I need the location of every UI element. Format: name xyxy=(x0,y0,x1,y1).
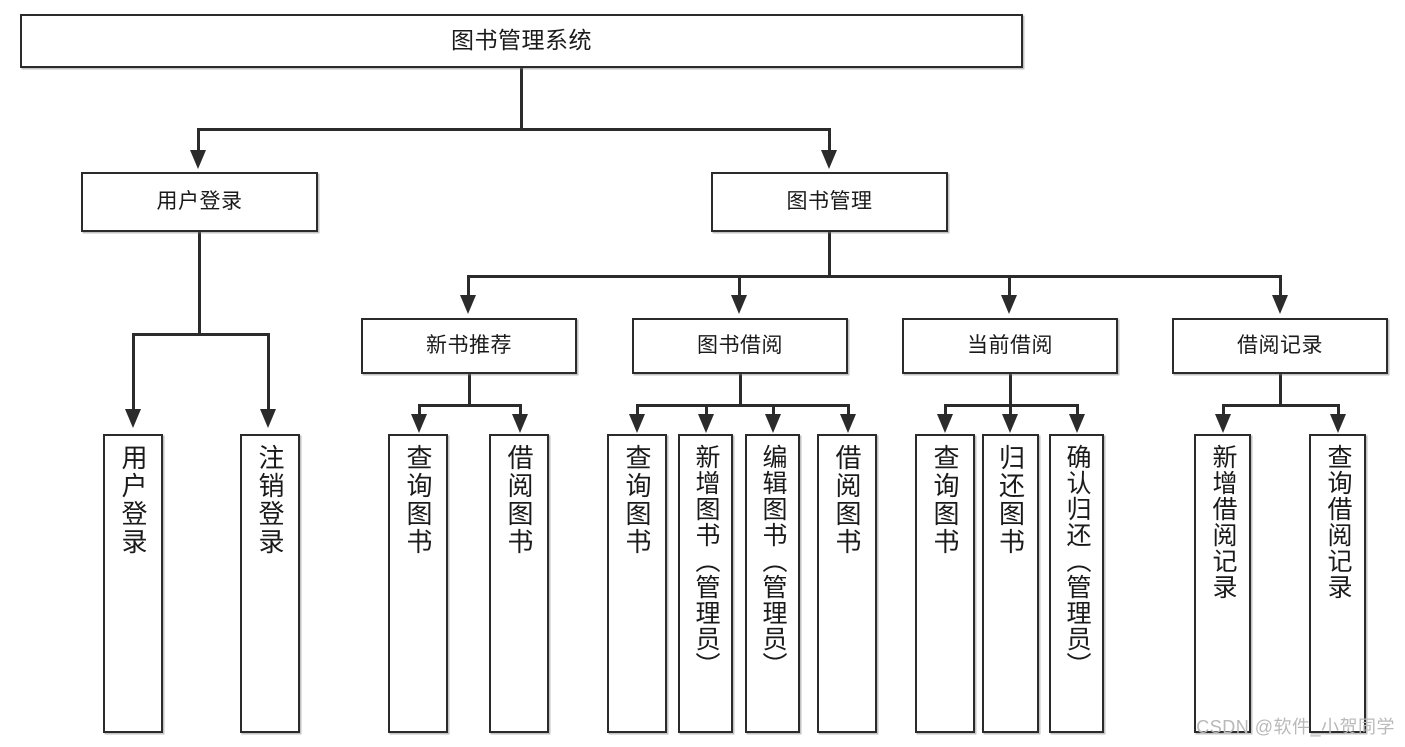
connector-bookmgmt-drop-3 xyxy=(1008,275,1011,297)
arrowhead-userlogin-leaf-1 xyxy=(125,409,141,428)
node-label: 查询图书 xyxy=(403,444,433,556)
leaf-book-borrow-edit[interactable]: 编辑图书（管理员） xyxy=(745,434,800,733)
leaf-current-borrow-confirm-return[interactable]: 确认归还（管理员） xyxy=(1049,434,1104,733)
node-book-management[interactable]: 图书管理 xyxy=(711,172,948,232)
connector-currentborrow-drop-2 xyxy=(1009,404,1012,416)
node-label: 新增图书（管理员） xyxy=(692,444,720,678)
connector-userlogin-stem xyxy=(198,232,201,335)
node-label: 图书借阅 xyxy=(697,334,783,358)
connector-bookmgmt-drop-2 xyxy=(738,275,741,297)
arrowhead-bookborrow-leaf-4 xyxy=(840,414,856,433)
leaf-book-borrow-add[interactable]: 新增图书（管理员） xyxy=(678,434,733,733)
connector-newbook-drop-1 xyxy=(418,404,421,416)
arrowhead-borrowrecord-leaf-1 xyxy=(1215,414,1231,433)
node-label: 借阅图书 xyxy=(832,444,862,556)
connector-borrowrecord-bus xyxy=(1222,404,1340,407)
node-new-book-recommend[interactable]: 新书推荐 xyxy=(361,318,577,374)
node-label: 注销登录 xyxy=(255,444,285,556)
node-label: 借阅记录 xyxy=(1237,334,1323,358)
connector-bookmgmt-drop-4 xyxy=(1279,275,1282,297)
arrowhead-borrowrecord-leaf-2 xyxy=(1330,414,1346,433)
node-label: 编辑图书（管理员） xyxy=(759,444,787,678)
arrowhead-to-book-borrow xyxy=(731,295,747,314)
connector-currentborrow-drop-1 xyxy=(944,404,947,416)
node-label: 用户登录 xyxy=(156,190,243,214)
leaf-borrow-record-query[interactable]: 查询借阅记录 xyxy=(1309,434,1366,733)
node-root-system[interactable]: 图书管理系统 xyxy=(20,14,1023,68)
arrowhead-userlogin-leaf-2 xyxy=(260,409,276,428)
node-label: 查询图书 xyxy=(622,444,652,556)
arrowhead-currentborrow-leaf-2 xyxy=(1002,414,1018,433)
leaf-book-borrow-query[interactable]: 查询图书 xyxy=(607,434,667,733)
node-label: 确认归还（管理员） xyxy=(1063,444,1091,678)
connector-root-bus xyxy=(197,128,831,131)
node-label: 当前借阅 xyxy=(967,334,1053,358)
node-label: 新书推荐 xyxy=(426,334,512,358)
node-current-borrow[interactable]: 当前借阅 xyxy=(902,318,1118,374)
leaf-current-borrow-return[interactable]: 归还图书 xyxy=(982,434,1039,733)
connector-bookborrow-bus xyxy=(636,404,850,407)
arrowhead-bookborrow-leaf-3 xyxy=(765,414,781,433)
connector-bookmgmt-bus xyxy=(467,275,1282,278)
node-label: 图书管理系统 xyxy=(451,27,592,54)
connector-newbook-bus xyxy=(418,404,522,407)
connector-bookborrow-drop-3 xyxy=(772,404,775,416)
arrowhead-to-new-book xyxy=(460,295,476,314)
leaf-current-borrow-query[interactable]: 查询图书 xyxy=(915,434,975,733)
connector-bookborrow-drop-4 xyxy=(847,404,850,416)
connector-root-to-bookmgmt xyxy=(828,128,831,152)
connector-bookborrow-drop-2 xyxy=(705,404,708,416)
arrowhead-to-bookmgmt xyxy=(821,150,837,169)
node-label: 新增借阅记录 xyxy=(1209,444,1237,600)
node-borrow-record[interactable]: 借阅记录 xyxy=(1172,318,1388,374)
arrowhead-to-borrow-record xyxy=(1272,295,1288,314)
connector-bookmgmt-drop-1 xyxy=(467,275,470,297)
connector-newbook-drop-2 xyxy=(519,404,522,416)
arrowhead-newbook-leaf-2 xyxy=(512,414,528,433)
connector-borrowrecord-drop-2 xyxy=(1337,404,1340,416)
connector-root-to-userlogin xyxy=(197,128,200,152)
node-label: 归还图书 xyxy=(995,444,1026,556)
connector-bookborrow-drop-1 xyxy=(636,404,639,416)
node-label: 借阅图书 xyxy=(504,444,534,556)
connector-userlogin-bus xyxy=(132,333,270,336)
arrowhead-bookborrow-leaf-1 xyxy=(629,414,645,433)
connector-newbook-stem xyxy=(468,374,471,406)
connector-currentborrow-stem xyxy=(1009,374,1012,406)
node-book-borrow[interactable]: 图书借阅 xyxy=(632,318,848,374)
leaf-book-borrow-borrow[interactable]: 借阅图书 xyxy=(817,434,877,733)
leaf-user-login-logout[interactable]: 注销登录 xyxy=(240,434,300,733)
leaf-new-book-query[interactable]: 查询图书 xyxy=(388,434,448,733)
connector-bookborrow-stem xyxy=(739,374,742,406)
node-label: 用户登录 xyxy=(118,444,148,556)
arrowhead-bookborrow-leaf-2 xyxy=(698,414,714,433)
arrowhead-currentborrow-leaf-1 xyxy=(937,414,953,433)
connector-borrowrecord-stem xyxy=(1279,374,1282,406)
connector-borrowrecord-drop-1 xyxy=(1222,404,1225,416)
connector-currentborrow-drop-3 xyxy=(1076,404,1079,416)
arrowhead-to-current-borrow xyxy=(1001,295,1017,314)
arrowhead-currentborrow-leaf-3 xyxy=(1069,414,1085,433)
node-label: 查询图书 xyxy=(930,444,960,556)
arrowhead-to-userlogin xyxy=(190,150,206,169)
connector-userlogin-drop-1 xyxy=(132,333,135,411)
leaf-new-book-borrow[interactable]: 借阅图书 xyxy=(489,434,549,733)
node-label: 图书管理 xyxy=(786,190,873,214)
node-user-login[interactable]: 用户登录 xyxy=(81,172,318,232)
arrowhead-newbook-leaf-1 xyxy=(411,414,427,433)
connector-userlogin-drop-2 xyxy=(267,333,270,411)
connector-root-stem xyxy=(520,68,523,130)
leaf-user-login-login[interactable]: 用户登录 xyxy=(103,434,163,733)
connector-bookmgmt-stem xyxy=(828,232,831,277)
node-label: 查询借阅记录 xyxy=(1324,444,1352,600)
leaf-borrow-record-add[interactable]: 新增借阅记录 xyxy=(1194,434,1251,733)
